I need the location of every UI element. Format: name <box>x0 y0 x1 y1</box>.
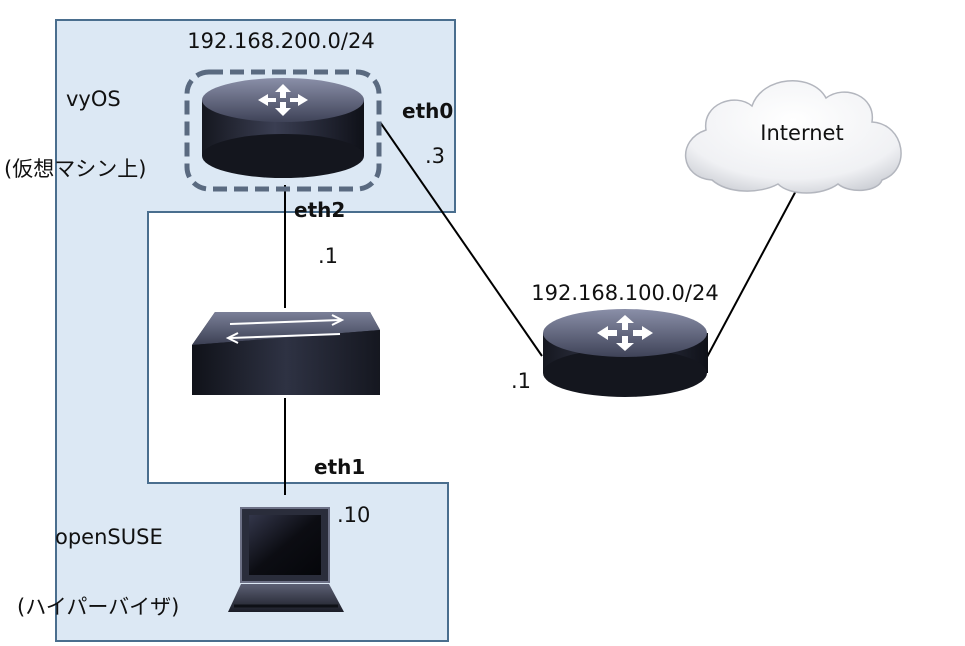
vyos-note-label: (仮想マシン上) <box>4 157 146 181</box>
eth1-address: .10 <box>337 503 370 527</box>
switch[interactable] <box>192 312 380 395</box>
links <box>284 121 799 495</box>
vyos-name-label: vyOS <box>66 87 121 111</box>
laptop[interactable] <box>228 507 344 612</box>
router-arrows-icon <box>597 315 653 351</box>
upstream-network-label: 192.168.100.0/24 <box>531 281 718 305</box>
link-router-internet <box>706 186 799 358</box>
eth0-label: eth0 <box>402 99 453 123</box>
vyos-network-label: 192.168.200.0/24 <box>187 29 374 53</box>
host-name-label: openSUSE <box>55 525 163 549</box>
host-note-label: (ハイパーバイザ) <box>17 595 179 619</box>
router-arrows-icon <box>258 84 308 116</box>
upstream-router-address: .1 <box>511 369 531 393</box>
eth0-address: .3 <box>425 144 445 168</box>
internet-cloud <box>684 80 902 194</box>
eth2-address: .1 <box>318 244 338 268</box>
upstream-router[interactable] <box>543 309 708 397</box>
vyos-zone <box>55 19 456 642</box>
internet-label: Internet <box>760 121 843 145</box>
eth1-label: eth1 <box>314 455 365 479</box>
eth2-label: eth2 <box>294 198 345 222</box>
link-vyos-router <box>379 121 543 357</box>
vm-dashed-outline <box>184 69 382 192</box>
vyos-router[interactable] <box>184 69 382 192</box>
switch-arrows-icon <box>225 314 345 344</box>
